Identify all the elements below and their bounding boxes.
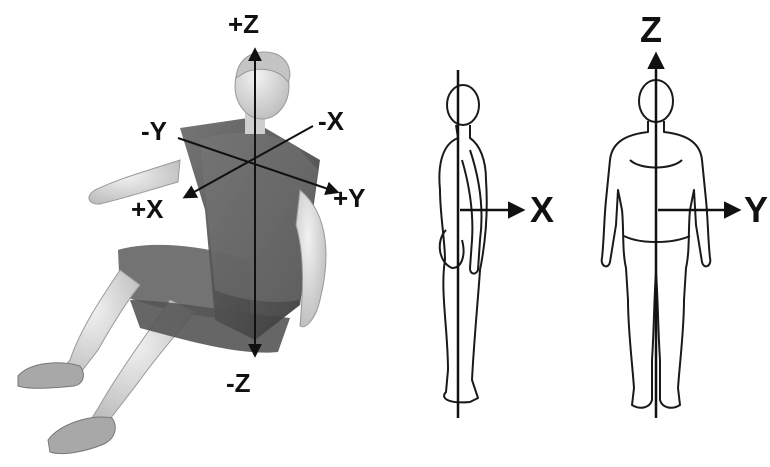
neg-x-label: -X bbox=[318, 106, 345, 136]
side-head bbox=[447, 85, 479, 125]
pos-z-label: +Z bbox=[228, 9, 259, 39]
side-view-figure bbox=[439, 85, 486, 402]
left-shoe bbox=[18, 363, 83, 388]
pos-y-label: +Y bbox=[333, 183, 366, 213]
pos-x-label: +X bbox=[131, 194, 164, 224]
side-axes bbox=[458, 70, 522, 418]
neg-y-label: -Y bbox=[141, 116, 167, 146]
neg-z-label: -Z bbox=[226, 368, 251, 398]
right-shoe bbox=[48, 417, 115, 453]
seated-occupant-illustration bbox=[18, 52, 326, 454]
y-label: Y bbox=[744, 189, 768, 230]
z-label: Z bbox=[640, 9, 662, 50]
side-arm bbox=[462, 150, 482, 274]
x-label: X bbox=[530, 189, 554, 230]
